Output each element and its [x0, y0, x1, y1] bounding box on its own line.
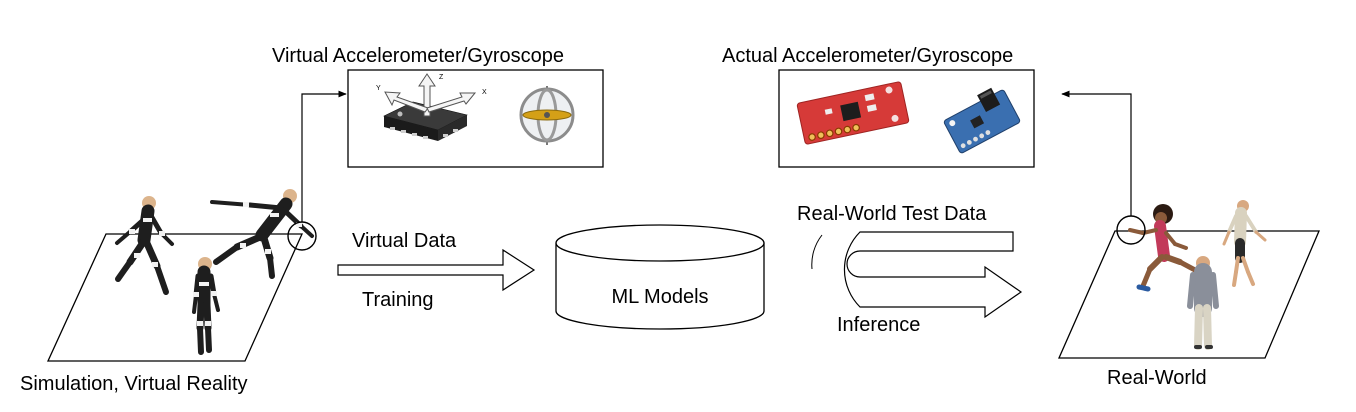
virtual-sensor-marker: [287, 221, 317, 251]
axis-x-label: X: [482, 89, 487, 96]
actual-sensor-marker: [1116, 215, 1146, 245]
virtual-character-standing: [192, 257, 220, 355]
virtual-sensor-title: Virtual Accelerometer/Gyroscope: [272, 45, 564, 67]
real-world-label: Real-World: [1107, 367, 1207, 389]
virtual-character-walking: [115, 196, 174, 295]
real-standing-man: [1187, 256, 1219, 350]
axis-y-label: Y: [376, 85, 381, 92]
red-sensor-board-icon: [796, 81, 910, 145]
real-world-test-data-label: Real-World Test Data: [797, 203, 987, 225]
inference-label: Inference: [837, 314, 920, 336]
actual-sensor-title: Actual Accelerometer/Gyroscope: [722, 45, 1013, 67]
accelerometer-chip-icon: [383, 73, 477, 141]
axis-z-label: Z: [439, 74, 444, 81]
virtual-sensor-connector: [301, 90, 347, 222]
gyroscope-icon: [519, 86, 575, 145]
ml-models-label: ML Models: [611, 286, 708, 308]
virtual-character-striding: [210, 189, 314, 279]
simulation-label: Simulation, Virtual Reality: [20, 373, 248, 395]
training-label: Training: [362, 289, 434, 311]
ml-models-database: [555, 224, 765, 330]
simulation-platform: [46, 233, 304, 362]
real-runner-woman: [1128, 204, 1198, 292]
virtual-data-label: Virtual Data: [352, 230, 457, 252]
actual-sensor-connector: [1061, 90, 1132, 216]
inference-arrow: [811, 231, 1023, 319]
training-arrow: [337, 248, 536, 292]
blue-sensor-board-icon: [943, 87, 1021, 154]
real-jogging-man: [1222, 200, 1267, 287]
